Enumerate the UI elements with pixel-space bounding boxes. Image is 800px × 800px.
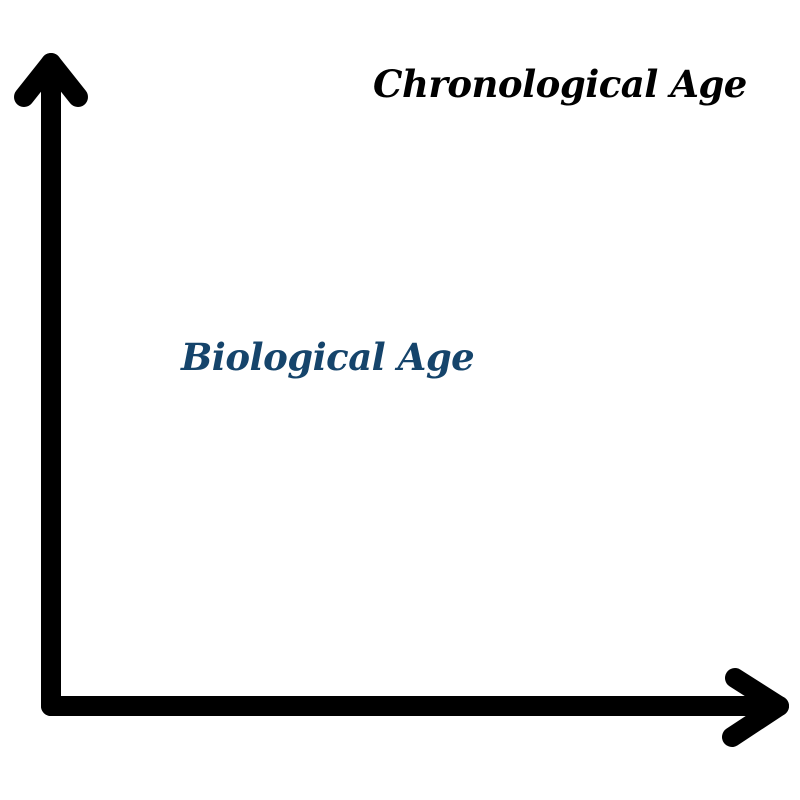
- biological-age-label: Biological Age: [181, 335, 475, 379]
- y-axis: [14, 53, 88, 716]
- y-axis-arrowhead: [14, 53, 88, 107]
- x-axis: [41, 668, 789, 747]
- x-axis-arrowhead: [722, 668, 789, 747]
- chronological-age-label: Chronological Age: [373, 62, 747, 106]
